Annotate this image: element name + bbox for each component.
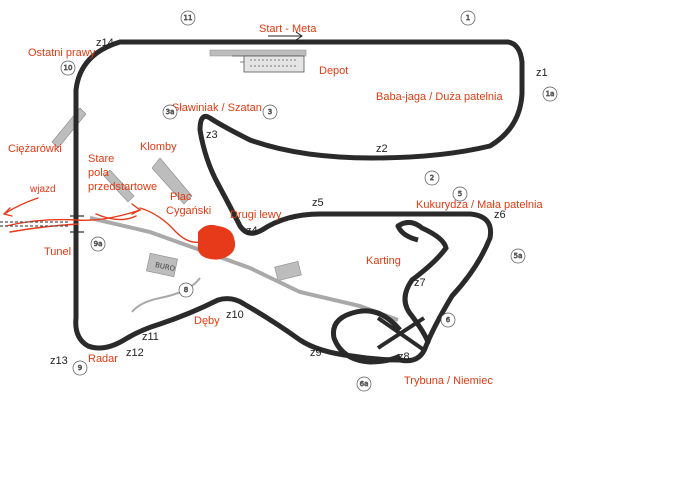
corner-z3: z3 xyxy=(206,129,218,141)
svg-text:9: 9 xyxy=(78,364,82,372)
label-radar: Radar xyxy=(88,353,118,365)
corner-z7: z7 xyxy=(414,277,426,289)
building-pit xyxy=(209,49,307,57)
marker-6a: 6a xyxy=(356,376,372,392)
svg-text:3: 3 xyxy=(268,108,272,116)
corner-z14: z14 xyxy=(96,37,114,49)
marker-5a: 5a xyxy=(510,248,526,264)
track-main xyxy=(73,39,525,364)
svg-text:11: 11 xyxy=(184,14,193,22)
track-karting xyxy=(395,220,449,345)
corner-labels: z1 z2 z3 z4 z5 z6 z7 z8 z9 z10 z11 z12 z… xyxy=(50,37,548,367)
pit-complex xyxy=(232,55,305,73)
marker-11: 11 xyxy=(180,10,196,26)
red-patch xyxy=(197,224,236,260)
label-start-meta: Start - Meta xyxy=(259,23,317,35)
track-x-crossing xyxy=(376,316,426,352)
marker-1: 1 xyxy=(460,10,476,26)
building-east xyxy=(274,260,302,282)
label-ostatni-prawy: Ostatni prawy xyxy=(28,47,96,59)
building-stare-pola xyxy=(103,169,135,203)
annotations-red: Start - Meta Depot Ostatni prawy Baba-ja… xyxy=(8,23,543,387)
label-stare-pola-3: przedstartowe xyxy=(88,181,157,193)
label-deby: Dęby xyxy=(194,315,220,327)
building-klomby xyxy=(151,157,193,205)
marker-9a: 9a xyxy=(90,236,106,252)
label-slawiniak: Sławiniak / Szatan xyxy=(172,102,262,114)
corner-z13: z13 xyxy=(50,355,68,367)
building-buro xyxy=(146,252,178,278)
tunel-marker xyxy=(0,215,84,233)
label-karting: Karting xyxy=(366,255,401,267)
corner-z1: z1 xyxy=(536,67,548,79)
marker-10: 10 xyxy=(60,60,76,76)
svg-text:5: 5 xyxy=(458,190,462,198)
svg-text:10: 10 xyxy=(64,64,73,72)
label-drugi-lewy: Drugi lewy xyxy=(230,209,282,221)
label-kukurydza: Kukurydza / Mała patelnia xyxy=(416,199,543,211)
svg-text:6a: 6a xyxy=(360,380,369,388)
svg-text:3a: 3a xyxy=(166,108,175,116)
corner-z10: z10 xyxy=(226,309,244,321)
track-trybuna-loop xyxy=(330,308,402,365)
marker-5: 5 xyxy=(452,186,468,202)
svg-text:1a: 1a xyxy=(546,90,555,98)
svg-text:5a: 5a xyxy=(514,252,523,260)
corner-z5: z5 xyxy=(312,197,324,209)
corner-z8: z8 xyxy=(398,351,410,363)
corner-z11: z11 xyxy=(142,331,159,343)
marker-2: 2 xyxy=(424,170,440,186)
marker-3: 3 xyxy=(262,104,278,120)
marker-8: 8 xyxy=(178,282,194,298)
track-inner-hairpin xyxy=(395,224,419,243)
svg-text:6: 6 xyxy=(446,316,451,324)
building-ciezarowki xyxy=(51,107,87,149)
corner-z9: z9 xyxy=(310,347,322,359)
svg-text:8: 8 xyxy=(184,286,188,294)
marker-6: 6 xyxy=(440,312,456,328)
corner-z12: z12 xyxy=(126,347,144,359)
numbered-markers: 1 1a 2 3 3a 5 5a 6 6a 8 9 9a 10 11 xyxy=(60,10,558,392)
label-depot: Depot xyxy=(319,65,348,77)
label-ciezarowki: Ciężarówki xyxy=(8,143,62,155)
label-klomby: Klomby xyxy=(140,141,177,153)
label-trybuna: Trybuna / Niemiec xyxy=(404,375,493,387)
buildings xyxy=(51,49,307,282)
svg-text:1: 1 xyxy=(466,14,470,22)
label-plac-1: Plac xyxy=(170,191,192,203)
marker-1a: 1a xyxy=(542,86,558,102)
label-plac-2: Cygański xyxy=(166,205,211,217)
corner-z6: z6 xyxy=(494,209,506,221)
marker-9: 9 xyxy=(72,360,88,376)
label-stare-pola-1: Stare xyxy=(88,153,114,165)
label-baba-jaga: Baba-jaga / Duża patelnia xyxy=(376,91,503,103)
corner-z4: z4 xyxy=(246,225,258,237)
label-tunel: Tunel xyxy=(44,246,71,258)
label-stare-pola-2: pola xyxy=(88,167,110,179)
svg-text:2: 2 xyxy=(430,174,434,182)
label-wjazd: wjazd xyxy=(29,184,56,195)
service-road-2 xyxy=(131,277,201,313)
marker-3a: 3a xyxy=(162,104,178,120)
start-finish-arrow xyxy=(268,31,303,41)
svg-text:9a: 9a xyxy=(94,240,103,248)
corner-z2: z2 xyxy=(376,143,388,155)
